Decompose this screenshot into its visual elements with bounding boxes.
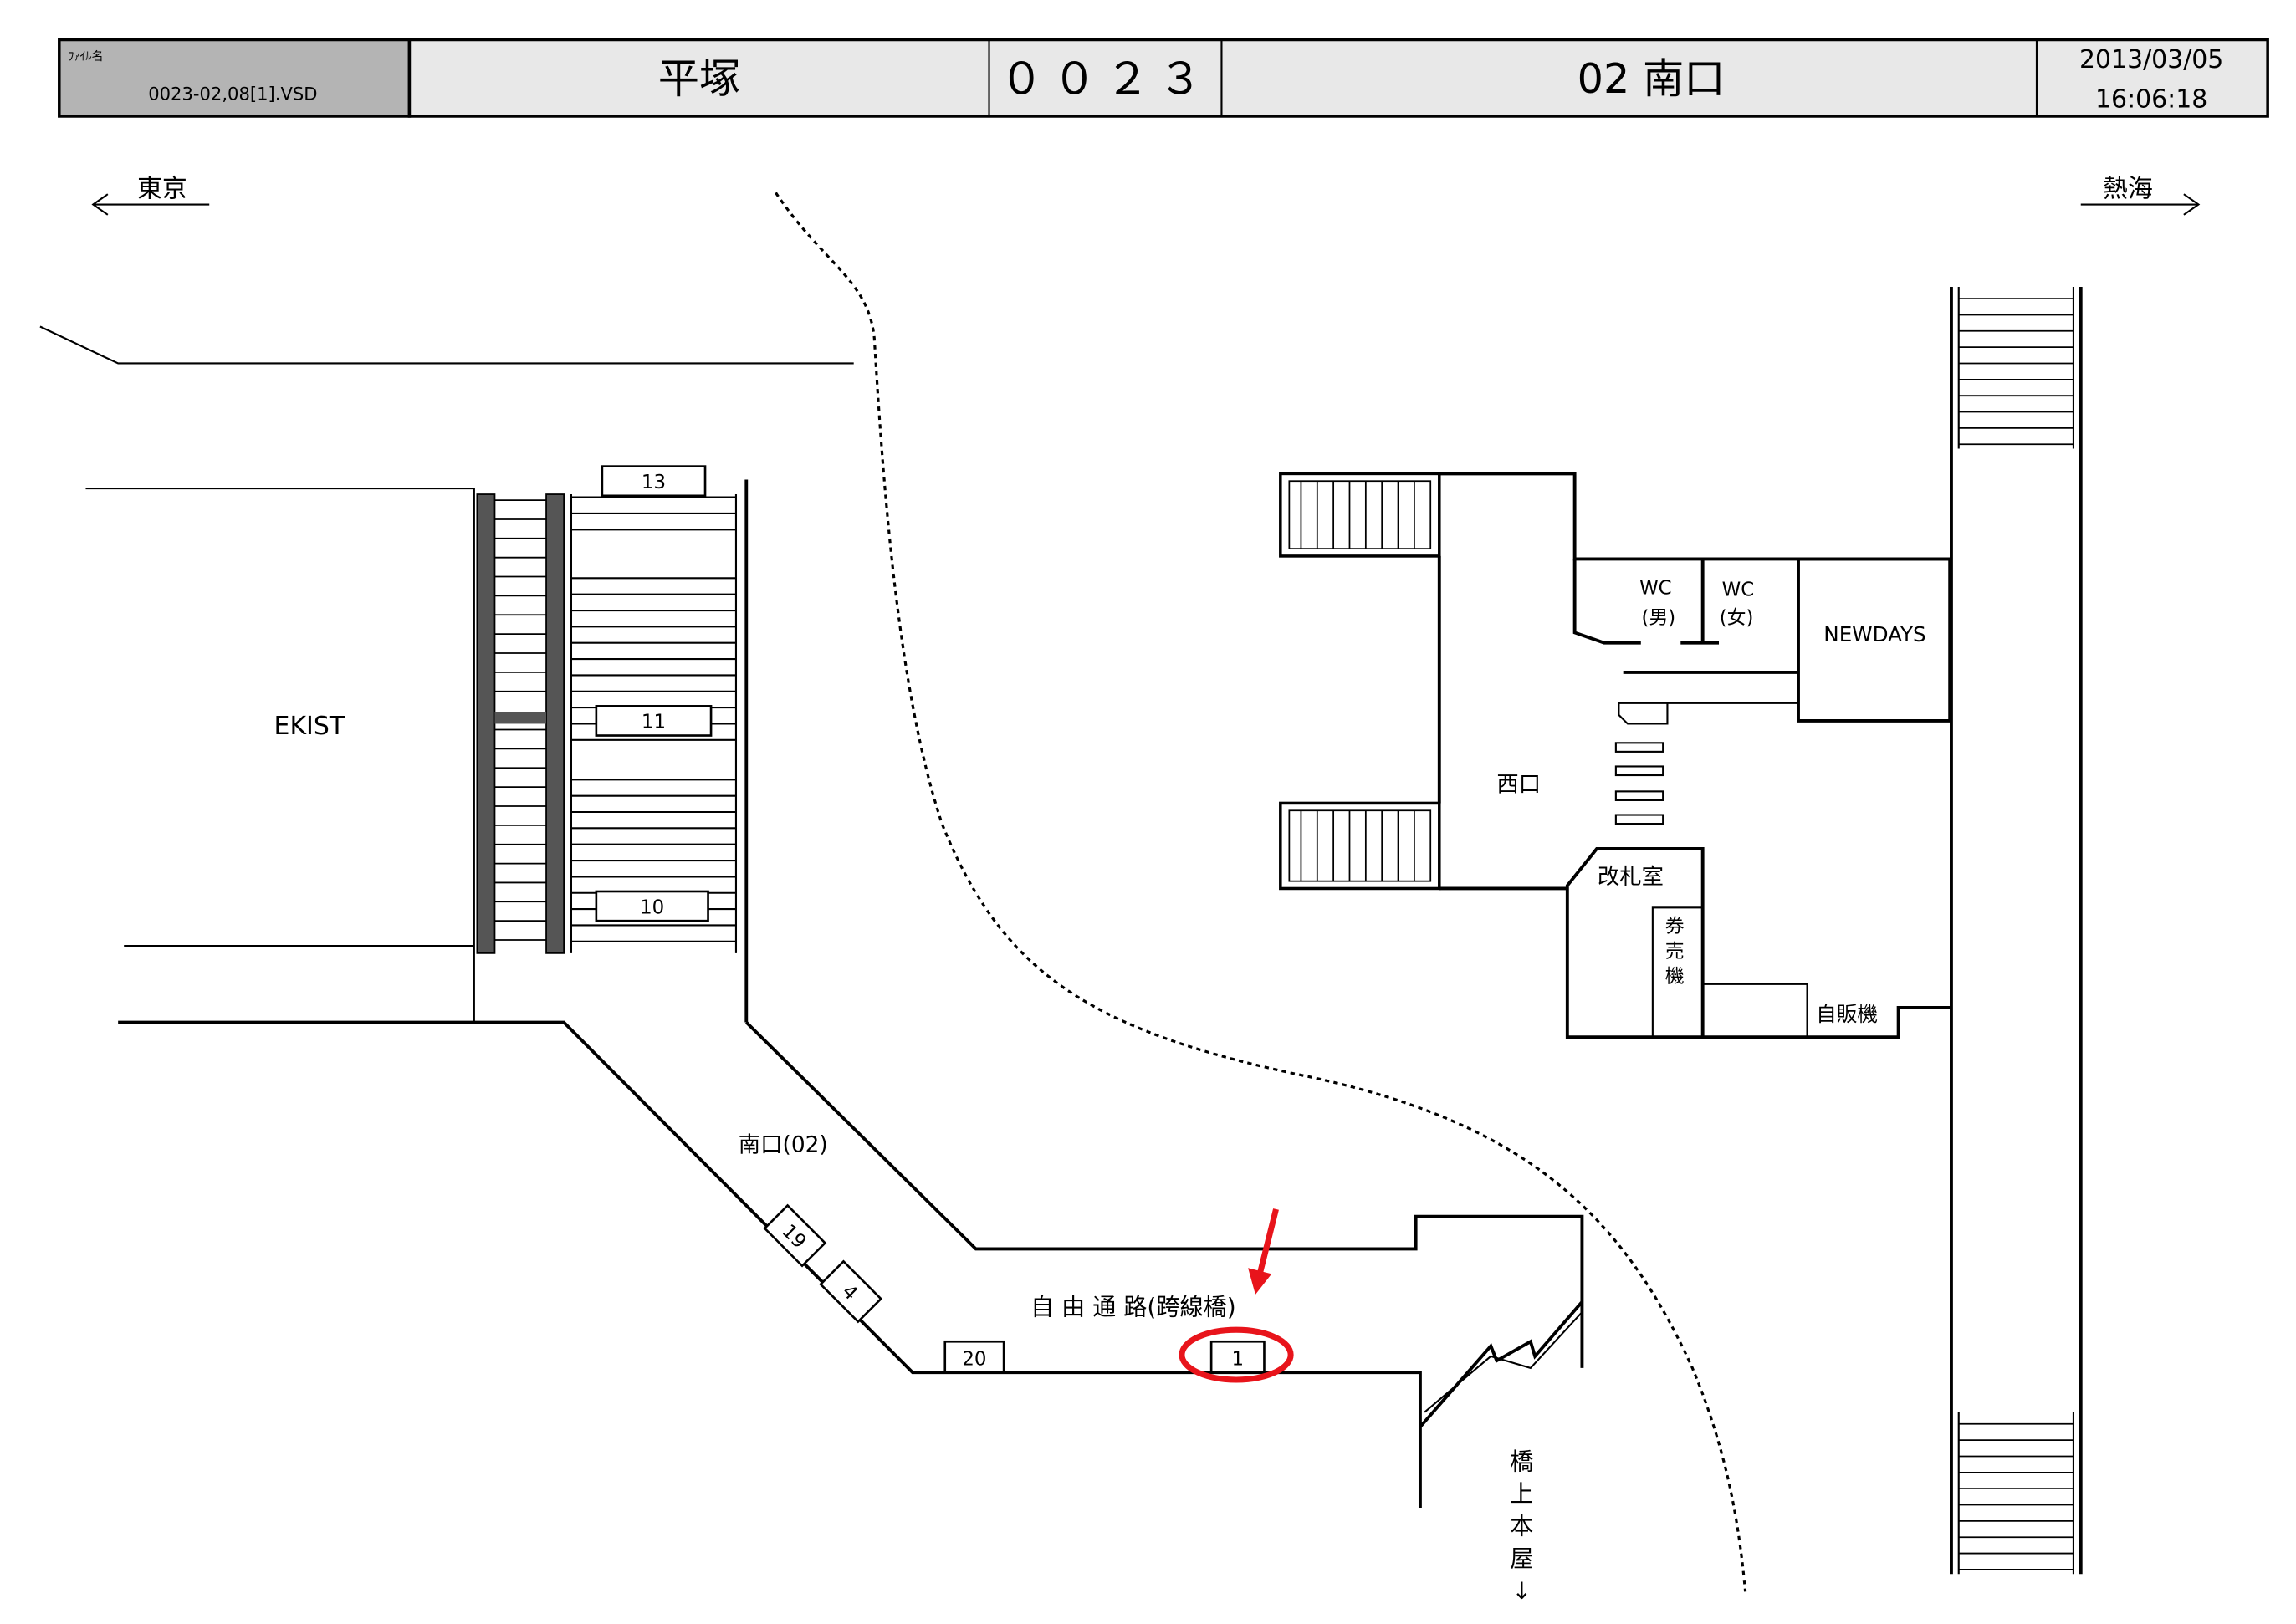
ticket-office-label: 改札室 xyxy=(1598,865,1664,890)
vertical-char: 券 xyxy=(1665,916,1685,937)
stairs-down xyxy=(1419,1300,1583,1428)
vending-label: 自販機 xyxy=(1816,1002,1878,1026)
platform-edge xyxy=(39,325,854,365)
vertical-char: 上 xyxy=(1510,1480,1533,1508)
arrow-left-icon xyxy=(91,193,210,216)
file-name-label: ﾌｧｲﾙ名 xyxy=(68,50,103,64)
wc-men-label: WC xyxy=(1639,578,1672,600)
wc-men-sub: (男) xyxy=(1642,607,1676,629)
time: 16:06:18 xyxy=(2095,84,2207,114)
vertical-char: 本 xyxy=(1510,1513,1533,1540)
bridge-building-label: 橋 上 本 屋 ↓ xyxy=(1510,1448,1533,1605)
marker-20[interactable]: 20 xyxy=(943,1340,1005,1374)
highlight-circle xyxy=(1179,1326,1294,1383)
vertical-char: 橋 xyxy=(1510,1448,1533,1475)
highlight-arrow-icon xyxy=(1248,1208,1279,1295)
newdays-label: NEWDAYS xyxy=(1823,622,1925,646)
date: 2013/03/05 xyxy=(2079,45,2223,74)
marker-label: 20 xyxy=(962,1348,986,1370)
marker-11[interactable]: 11 xyxy=(595,705,713,737)
corridor-inner-wall xyxy=(744,1021,1584,1368)
marker-label: 11 xyxy=(642,712,666,733)
direction-atami: 熱海 xyxy=(2080,175,2201,216)
corridor-outer-wall xyxy=(118,1020,1422,1509)
direction-right-label: 熱海 xyxy=(2103,175,2153,204)
vertical-char: ↓ xyxy=(1512,1577,1532,1605)
direction-left-label: 東京 xyxy=(137,175,187,204)
exit-name: 02 南口 xyxy=(1578,54,1726,103)
direction-tokyo: 東京 xyxy=(91,175,210,216)
marker-4[interactable]: 4 xyxy=(819,1259,883,1324)
ekist-label: EKIST xyxy=(274,712,345,741)
ekist-area: EKIST xyxy=(85,487,475,1023)
marker-19[interactable]: 19 xyxy=(763,1203,827,1268)
marker-13[interactable]: 13 xyxy=(601,465,707,498)
wc-women-sub: (女) xyxy=(1720,607,1754,629)
west-exit-label: 西口 xyxy=(1496,772,1541,797)
marker-label: 10 xyxy=(640,896,664,918)
vertical-char: 機 xyxy=(1665,966,1685,988)
marker-1[interactable]: 1 xyxy=(1209,1340,1266,1374)
vertical-char: 屋 xyxy=(1510,1545,1533,1572)
marker-label: 13 xyxy=(642,472,666,493)
file-name: 0023-02,08[1].VSD xyxy=(148,84,317,105)
west-exit-area xyxy=(1279,287,2083,1575)
station-name: 平塚 xyxy=(658,54,741,103)
stairs-left xyxy=(476,479,749,1023)
station-code: ００２３ xyxy=(1000,54,1211,105)
marker-label: 1 xyxy=(1232,1348,1245,1370)
ticket-machine-label: 券 売 機 xyxy=(1665,916,1685,988)
marker-10[interactable]: 10 xyxy=(595,890,709,922)
south-exit-label: 南口(02) xyxy=(739,1132,828,1157)
arrow-right-icon xyxy=(2080,193,2201,216)
free-passage-label: 自 由 通 路(跨線橋) xyxy=(1030,1294,1236,1321)
vertical-char: 売 xyxy=(1665,941,1685,963)
track-boundary xyxy=(775,192,1747,1592)
header-bar: ﾌｧｲﾙ名 0023-02,08[1].VSD 平塚 ００２３ 02 南口 20… xyxy=(58,38,2269,118)
wc-women-label: WC xyxy=(1722,579,1755,600)
